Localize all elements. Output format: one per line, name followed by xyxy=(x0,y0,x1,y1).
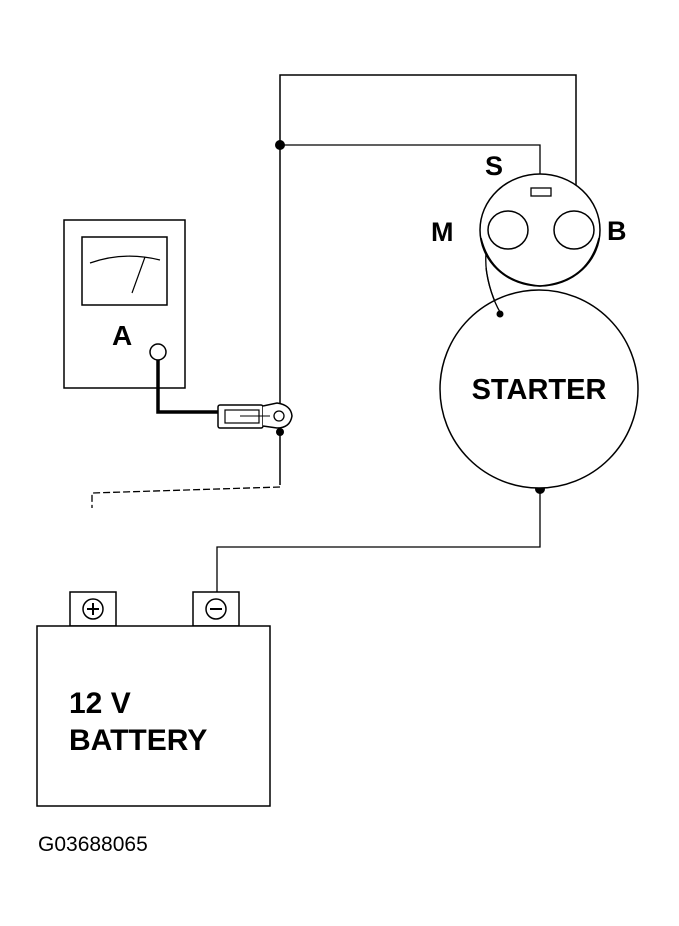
clamp-wire-dot xyxy=(276,428,284,436)
terminal-s-label: S xyxy=(485,151,503,181)
starter-label: STARTER xyxy=(472,374,607,406)
probe-lead xyxy=(156,360,220,414)
dashed-lead xyxy=(91,486,281,508)
terminal-b-label: B xyxy=(607,216,627,246)
m-strap-dot-top xyxy=(496,310,504,318)
battery-body xyxy=(36,625,271,807)
terminal-s xyxy=(530,187,552,197)
ammeter-jack xyxy=(149,343,167,361)
clamp-probe xyxy=(217,402,293,429)
solenoid-edge xyxy=(480,237,600,287)
ammeter-needle xyxy=(131,256,146,294)
wire-starter-to-battery xyxy=(216,489,541,592)
starter: S M B STARTER xyxy=(431,151,639,489)
ammeter: A xyxy=(63,219,293,436)
battery-voltage-label: 12 V xyxy=(69,687,131,720)
terminal-m-label: M xyxy=(431,217,454,247)
plus-icon xyxy=(82,598,104,620)
wire-to-b-terminal xyxy=(279,74,577,485)
terminal-m xyxy=(487,210,529,250)
ammeter-dial xyxy=(81,236,168,306)
ammeter-label: A xyxy=(112,320,132,351)
junction-dot xyxy=(275,140,285,150)
figure-code: G03688065 xyxy=(38,833,148,856)
ammeter-scale xyxy=(89,255,161,264)
minus-icon xyxy=(205,598,227,620)
battery-label: BATTERY xyxy=(69,724,207,757)
terminal-b xyxy=(553,210,595,250)
starter-motor xyxy=(439,289,639,489)
m-strap-lower xyxy=(485,267,501,313)
battery: 12 V BATTERY xyxy=(36,591,271,807)
